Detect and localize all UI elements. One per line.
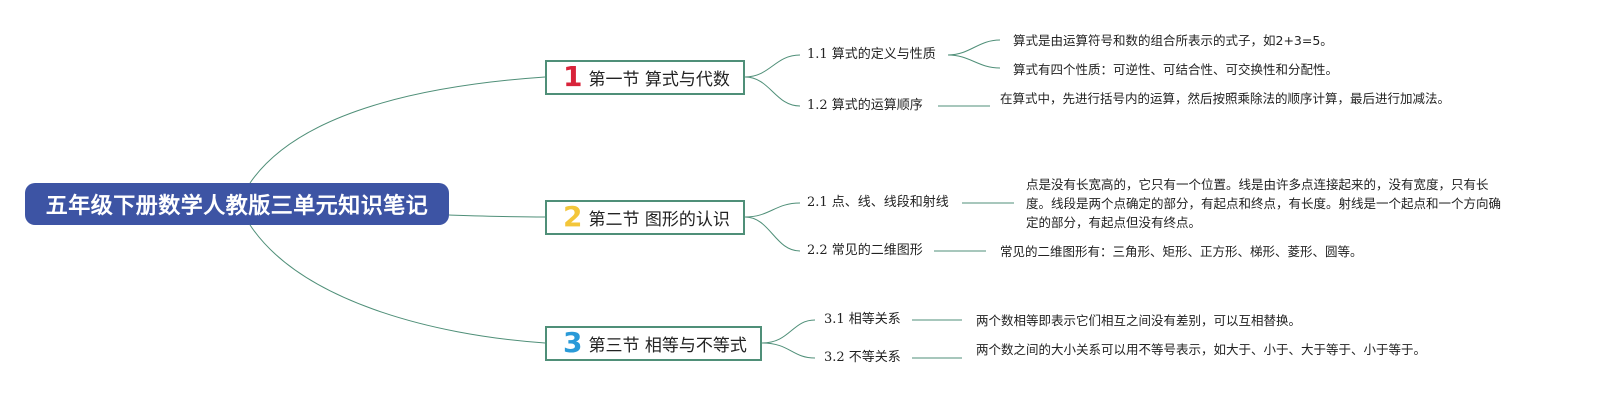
connector-root-section-3 <box>249 224 546 344</box>
note-2-2-1[interactable]: 常见的二维图形有：三角形、矩形、正方形、梯形、菱形、圆等。 <box>1000 244 1363 259</box>
note-1-1-2[interactable]: 算式有四个性质：可逆性、可结合性、可交换性和分配性。 <box>1013 62 1339 77</box>
root-title: 五年级下册数学人教版三单元知识笔记 <box>45 194 429 219</box>
section-3-topic[interactable]: 3 第三节 相等与不等式 <box>545 326 762 361</box>
section-number-2: 2 <box>563 199 583 233</box>
connector-section-3-sub-2 <box>761 342 816 359</box>
section-number-3: 3 <box>563 325 583 359</box>
note-3-2-1[interactable]: 两个数之间的大小关系可以用不等号表示，如大于、小于、大于等于、小于等于。 <box>976 342 1427 357</box>
subtopic-1-2[interactable]: 1.2 算式的运算顺序 <box>807 98 923 113</box>
section-number-1: 1 <box>563 59 583 93</box>
note-3-1-1[interactable]: 两个数相等即表示它们相互之间没有差别，可以互相替换。 <box>976 313 1302 328</box>
subtopic-3-1[interactable]: 3.1 相等关系 <box>824 312 901 327</box>
connector-section-3-sub-1 <box>761 319 816 344</box>
connector-section-2-sub-2 <box>744 216 801 252</box>
note-1-1-1[interactable]: 算式是由运算符号和数的组合所表示的式子，如2+3=5。 <box>1013 33 1333 48</box>
section-2-topic[interactable]: 2 第二节 图形的认识 <box>545 200 745 235</box>
subtopic-1-1[interactable]: 1.1 算式的定义与性质 <box>807 47 936 62</box>
note-2-1-1[interactable]: 点是没有长宽高的，它只有一个位置。线是由许多点连接起来的，没有宽度，只有长度。线… <box>1026 177 1502 230</box>
connector-root-section-2 <box>448 214 546 218</box>
section-2-title: 第二节 图形的认识 <box>588 210 730 230</box>
section-1-title: 第一节 算式与代数 <box>588 70 730 90</box>
section-3-title: 第三节 相等与不等式 <box>588 336 747 356</box>
connector-sub-1-1-note-2 <box>947 54 1001 69</box>
connector-root-section-1 <box>249 76 546 184</box>
connector-sub-1-1-note-1 <box>947 39 1001 56</box>
subtopic-2-2[interactable]: 2.2 常见的二维图形 <box>807 243 923 258</box>
connector-section-2-sub-1 <box>744 202 801 218</box>
subtopic-2-1[interactable]: 2.1 点、线、线段和射线 <box>807 195 949 210</box>
connector-section-1-sub-2 <box>744 76 801 107</box>
subtopic-3-2[interactable]: 3.2 不等关系 <box>824 350 901 365</box>
connector-section-1-sub-1 <box>744 54 801 78</box>
root-topic[interactable]: 五年级下册数学人教版三单元知识笔记 <box>25 183 449 225</box>
section-1-topic[interactable]: 1 第一节 算式与代数 <box>545 60 745 95</box>
note-1-2-1[interactable]: 在算式中，先进行括号内的运算，然后按照乘除法的顺序计算，最后进行加减法。 <box>1000 91 1451 106</box>
